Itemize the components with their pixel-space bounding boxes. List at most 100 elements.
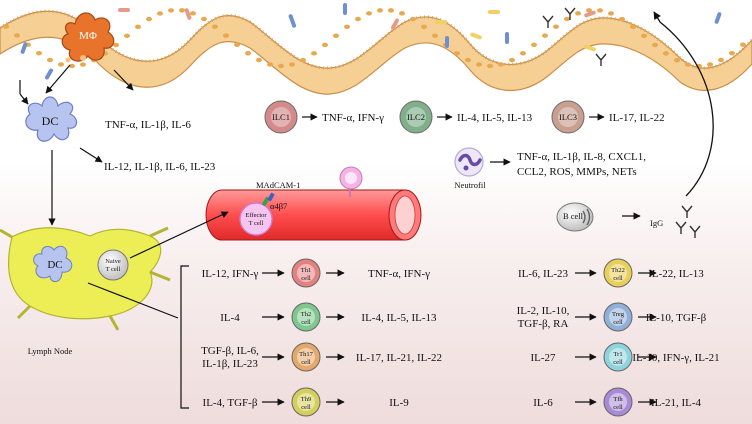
b-cell: B cell IgG [556,202,701,238]
epithelial-nucleus [201,16,207,22]
epithelial-nucleus [399,11,405,16]
neutrophil: Neutrofil TNF-α, IL-1β, IL-8, CXCL1, CCL… [454,147,646,190]
ilc-label: ILC2 [407,112,425,122]
epithelial-nucleus [289,62,295,67]
tcell-name: Th22 [611,267,625,274]
epithelial-nucleus [135,24,141,30]
tcell-nucleus [609,308,627,326]
ilc-cytokines: IL-17, IL-22 [609,112,665,124]
epithelial-nucleus [179,8,185,13]
tcell-name: Th9 [301,396,311,403]
ilc-cytokines: TNF-α, IFN-γ [322,112,384,124]
epithelial-nucleus [410,16,416,22]
neutrophil-label: Neutrofil [454,180,486,190]
epithelial-nucleus [564,16,570,22]
ilc-cell-circle [551,100,585,134]
tcell-circle [603,258,633,288]
epithelial-nucleus [597,8,603,13]
ilc-cell-circle [264,100,298,134]
tcell-circle [603,342,633,372]
intestinal-epithelium [0,8,752,95]
tcell-nucleus [609,393,627,411]
epithelial-nucleus [487,63,493,69]
tcell-inputs: IL-4 [220,312,240,324]
epithelial-nucleus [553,24,559,29]
tcell-circle [291,342,321,372]
epithelial-nucleus [344,24,350,29]
epithelial-nucleus [509,57,515,63]
tcell-circle [603,302,633,332]
epithelial-nucleus [124,33,130,39]
tcell-circle [603,387,633,417]
epithelial-nucleus [663,51,669,56]
antibodies-b [675,205,701,238]
epithelial-nucleus [223,33,229,38]
tcell-name: Tfh [613,396,623,403]
epithelial-nucleus [641,33,647,39]
tcell-name-suffix: cell [613,319,623,326]
tcell-inputs: IL-2, IL-10, [517,305,570,317]
epithelial-nucleus [465,57,471,63]
tcell-nucleus [297,348,315,366]
tcell-outputs: IL-10, TGF-β [646,312,707,324]
effector-line2: T cell [249,220,264,227]
tcell-name: Tr1 [613,351,622,358]
ilc-cell-nucleus [406,107,426,127]
tcell-name: Th2 [301,311,311,318]
tcell-circle [291,302,321,332]
tcell-outputs: IL-17, IL-21, IL-22 [356,352,442,364]
epithelial-nucleus [531,42,537,48]
epithelial-nucleus [432,33,438,38]
epithelial-nucleus [245,51,251,56]
tcell-name-suffix: cell [613,404,623,411]
epithelial-nucleus [542,33,548,38]
tcell-inputs: TGF-β, IL-6, [201,345,259,357]
ilc-label: ILC3 [559,112,577,122]
epithelial-nucleus [113,42,119,48]
tcell-inputs: IL-1β, IL-23 [202,358,258,370]
epithelial-nucleus [69,63,75,69]
tcell-inputs: TGF-β, RA [518,318,569,330]
epithelial-nucleus [586,8,592,13]
epithelial-nucleus [718,57,724,63]
epithelial-nucleus [234,42,240,48]
macrophage-cytokines: TNF-α, IL-1β, IL-6 [105,119,191,131]
madcam-label: MAdCAM-1 [256,180,300,190]
tcell-name-suffix: cell [613,359,623,366]
epithelial-nucleus [146,16,152,22]
tcell-outputs: IL-9 [389,397,409,409]
tcell-nucleus [609,264,627,282]
epithelial-nucleus [311,51,317,56]
blood-vessel: Effector T cell MAdCAM-1 α4β7 [205,166,422,241]
ilc-cell-nucleus [558,107,578,127]
epithelial-nucleus [58,62,64,67]
effector-line1: Effector [245,212,267,219]
epithelial-nucleus [421,24,427,29]
igg-label: IgG [650,218,663,228]
feedback-arrow [653,11,714,197]
epithelial-nucleus [14,33,20,38]
tcell-nucleus [297,393,315,411]
epithelial-nucleus [388,8,394,13]
dc-cytokines: IL-12, IL-1β, IL-6, IL-23 [104,161,216,173]
lymph-node: DC Naive T cell Lymph Node [0,211,229,356]
epithelial-nucleus [355,16,361,22]
epithelial-nucleus [256,57,262,63]
dc-label: DC [42,114,59,128]
naive-line2: T cell [106,266,121,273]
tcell-inputs: IL-27 [530,352,556,364]
epithelial-nucleus [685,62,691,67]
integrin-label: α4β7 [270,201,287,211]
epithelial-nucleus [168,8,174,13]
epithelial-nucleus [674,57,680,63]
tcell-name-suffix: cell [301,359,311,366]
epithelial-nucleus [3,24,9,29]
tcell-inputs: IL-6, IL-23 [518,268,569,280]
